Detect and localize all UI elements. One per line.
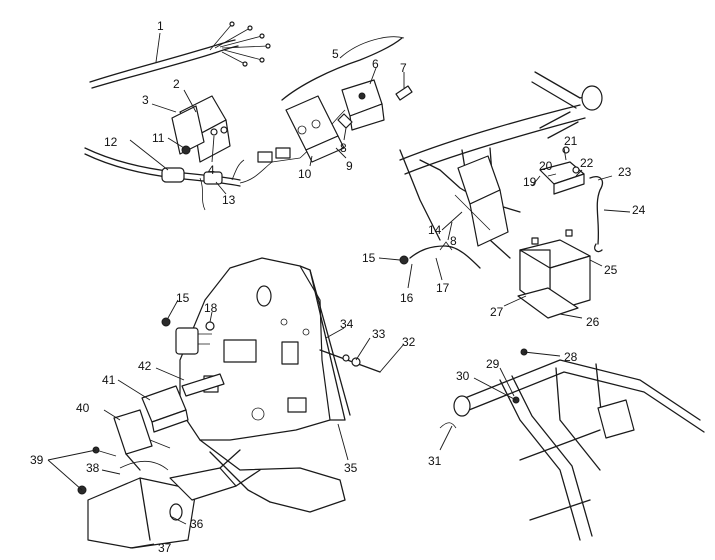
callout-33: 33 (372, 327, 386, 341)
callout-41: 41 (102, 373, 116, 387)
callout-38: 38 (86, 461, 100, 475)
callout-1: 1 (157, 19, 164, 33)
callout-36: 36 (190, 517, 204, 531)
callout-40: 40 (76, 401, 90, 415)
callout-30: 30 (456, 369, 470, 383)
callout-25: 25 (604, 263, 618, 277)
callout-9: 9 (346, 159, 353, 173)
rear-bumper (87, 439, 346, 549)
callout-4: 4 (208, 163, 215, 177)
callout-20: 20 (539, 159, 553, 173)
callout-7: 7 (400, 61, 407, 75)
mounting-plate (179, 257, 351, 441)
callout-37: 37 (158, 541, 172, 555)
rear-frame-lower (439, 348, 705, 541)
callout-24: 24 (632, 203, 646, 217)
callout-28: 28 (564, 350, 578, 364)
callout-8: 8 (340, 141, 347, 155)
callout-10: 10 (298, 167, 312, 181)
leader-lines (47, 32, 631, 549)
callout-21: 21 (564, 134, 578, 148)
callout-26: 26 (586, 315, 600, 329)
rear-frame-upper (399, 71, 603, 259)
callout-14: 14 (428, 223, 442, 237)
callout-16: 16 (400, 291, 414, 305)
callout-15-coil: 15 (176, 291, 190, 305)
callout-13: 13 (222, 193, 236, 207)
callout-5: 5 (332, 47, 339, 61)
callout-8-battery-area: 8 (450, 234, 457, 248)
regulator-bracket (171, 95, 231, 163)
callout-23: 23 (618, 165, 632, 179)
callout-39: 39 (30, 453, 44, 467)
callout-34: 34 (340, 317, 354, 331)
callout-6: 6 (372, 57, 379, 71)
callout-11: 11 (152, 131, 165, 145)
tail-light-assembly (281, 37, 413, 163)
ignition-coil (161, 317, 215, 355)
mount-bolts (319, 349, 381, 373)
callout-19: 19 (523, 175, 537, 189)
callout-35: 35 (344, 461, 358, 475)
callout-29: 29 (486, 357, 500, 371)
relay-module (141, 373, 225, 433)
side-bracket (77, 409, 171, 495)
callout-31: 31 (428, 454, 442, 468)
callout-27: 27 (490, 305, 504, 319)
callout-labels: 1 2 3 4 5 6 7 8 8 9 10 11 12 13 14 15 15… (30, 19, 646, 555)
callout-42: 42 (138, 359, 152, 373)
ground-cable (399, 241, 481, 269)
callout-2: 2 (173, 77, 180, 91)
callout-32: 32 (402, 335, 416, 349)
callout-12: 12 (104, 135, 118, 149)
callout-15-battery: 15 (362, 251, 376, 265)
callout-3: 3 (142, 93, 149, 107)
callout-22: 22 (580, 156, 594, 170)
callout-18: 18 (204, 301, 218, 315)
callout-17: 17 (436, 281, 450, 295)
battery (517, 161, 591, 319)
